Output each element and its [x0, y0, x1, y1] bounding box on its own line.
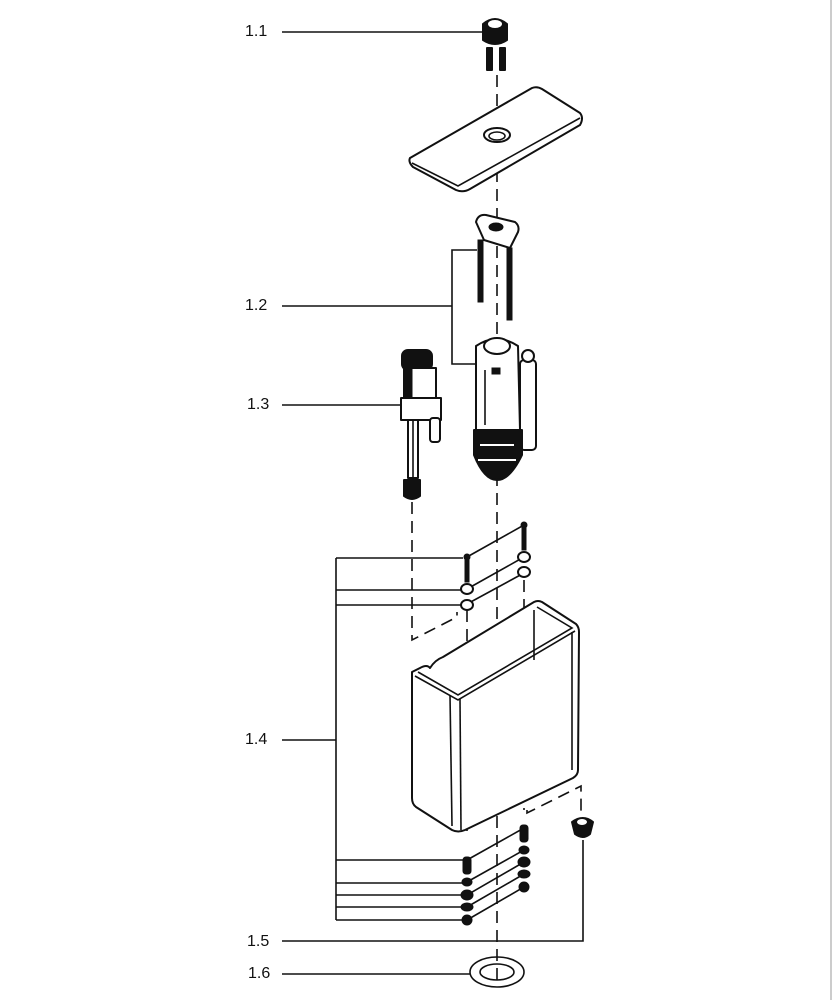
actuator-rods-part: [475, 213, 520, 321]
label-1-3: 1.3: [247, 396, 270, 413]
label-1-5: 1.5: [247, 933, 270, 950]
flush-valve-part: [473, 337, 537, 481]
cap-part: [282, 817, 594, 942]
cap-axis-line: [526, 784, 582, 818]
bottom-fasteners: [460, 824, 531, 926]
label-1-2: 1.2: [245, 297, 268, 314]
label-1-1: 1.1: [245, 23, 268, 40]
cistern-lid-part: [408, 86, 583, 193]
push-button-part: [282, 18, 508, 71]
fill-valve-axis-line: [411, 502, 458, 642]
cistern-tank-part: [411, 600, 580, 833]
label-1-6: 1.6: [248, 965, 271, 982]
leader-1-4: [282, 557, 463, 921]
label-1-4: 1.4: [245, 731, 268, 748]
leader-1-2: [282, 249, 477, 365]
leader-1-5: [282, 840, 584, 942]
seal-ring-part: [282, 956, 525, 988]
fill-valve-part: [282, 349, 442, 500]
